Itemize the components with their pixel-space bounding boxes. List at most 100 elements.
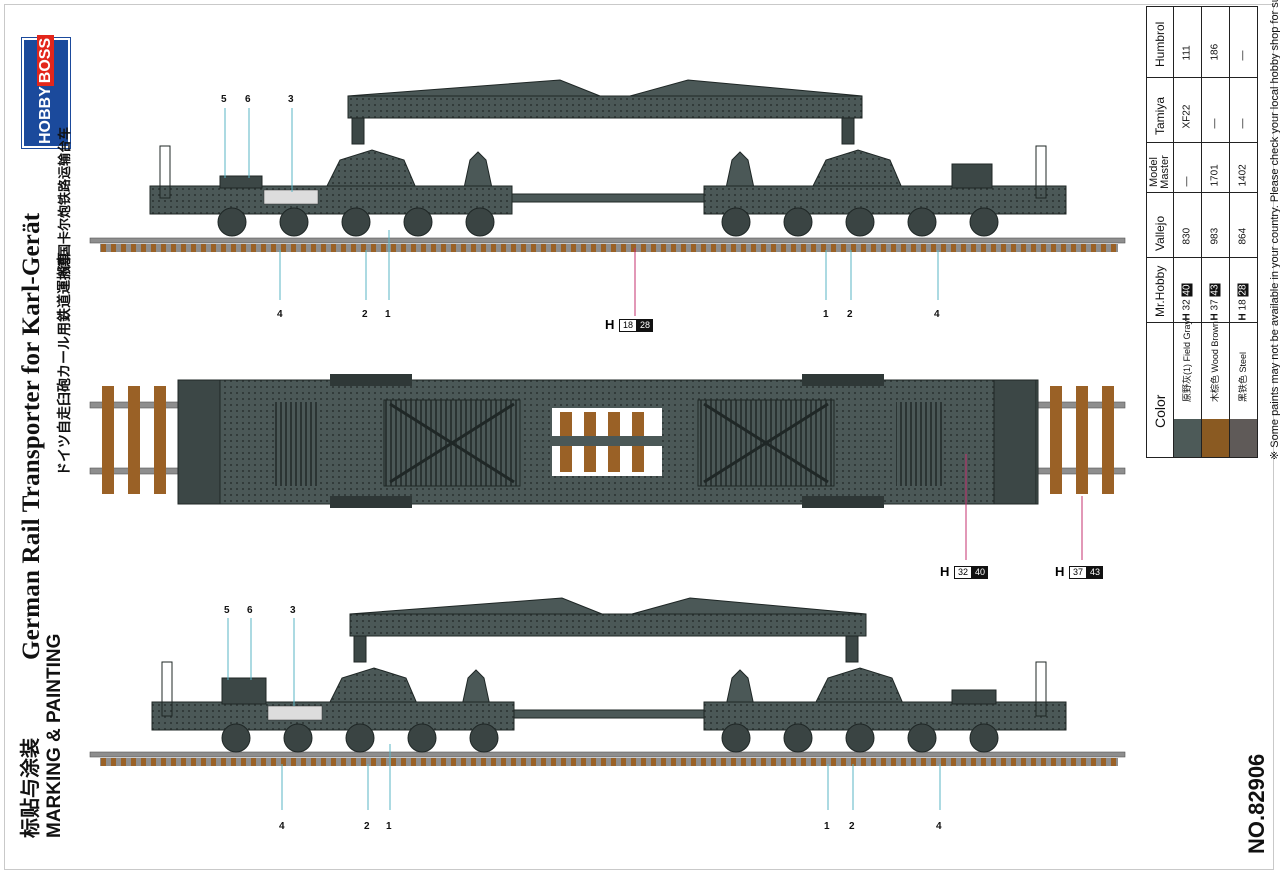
buffer-post-left-1 bbox=[463, 151, 493, 189]
callout-1: 1 bbox=[824, 821, 830, 832]
buffer-post-right-3 bbox=[725, 669, 755, 707]
color-name-steel: 黑铁色 Steel bbox=[1238, 322, 1248, 402]
connecting-beam-3 bbox=[513, 709, 705, 719]
top-grille-right bbox=[896, 402, 942, 486]
rail-ties-1 bbox=[100, 244, 1118, 252]
header-color: Color bbox=[1152, 394, 1168, 428]
marking-plate-1 bbox=[263, 189, 319, 205]
mrhobby-b: 43 bbox=[1209, 283, 1221, 297]
swatch-wood-brown bbox=[1202, 419, 1229, 457]
callout-6: 6 bbox=[247, 605, 253, 616]
top-end-block-4 bbox=[802, 496, 884, 508]
mrhobby-b: 28 bbox=[1237, 283, 1249, 297]
header-mrhobby: Mr.Hobby bbox=[1153, 265, 1167, 317]
callout-3: 3 bbox=[290, 605, 296, 616]
mrhobby-steel: H 18 28 bbox=[1237, 257, 1249, 321]
box-left-3 bbox=[221, 677, 267, 705]
pivot-tower-left-3 bbox=[327, 667, 419, 707]
color-name-en: Steel bbox=[1238, 351, 1248, 373]
color-ref-b: 28 bbox=[637, 319, 653, 332]
coupler-right-1 bbox=[1035, 145, 1047, 199]
modelmaster-wood-brown: 1701 bbox=[1209, 164, 1221, 187]
color-ref-b: 43 bbox=[1087, 566, 1103, 579]
callout-2: 2 bbox=[849, 821, 855, 832]
top-view bbox=[89, 374, 1126, 508]
buffer-post-right-1 bbox=[725, 151, 755, 189]
header-vallejo: Vallejo bbox=[1153, 215, 1167, 251]
left-title-strip: HOBBYBOSS bbox=[8, 10, 76, 866]
callout-2: 2 bbox=[847, 309, 853, 320]
mrhobby-wood-brown: H 37 43 bbox=[1209, 257, 1221, 321]
top-end-block-2 bbox=[802, 374, 884, 386]
callout-4: 4 bbox=[279, 821, 285, 832]
mrhobby-b: 40 bbox=[1181, 283, 1193, 297]
coupler-left-1 bbox=[159, 145, 171, 199]
modelmaster-field-gray: — bbox=[1181, 176, 1193, 187]
bogie-right-1 bbox=[703, 185, 1067, 215]
top-end-cap-right bbox=[993, 379, 1037, 505]
callout-6: 6 bbox=[245, 94, 251, 105]
swatch-steel bbox=[1230, 419, 1257, 457]
top-end-cap-left bbox=[177, 379, 221, 505]
top-grille-left bbox=[274, 402, 320, 486]
marking-plate-3 bbox=[267, 705, 323, 721]
callout-1: 1 bbox=[385, 309, 391, 320]
color-ref-h: H bbox=[605, 317, 615, 332]
side-view-bottom bbox=[89, 597, 1126, 766]
mrhobby-field-gray: H 32 40 bbox=[1181, 257, 1193, 321]
box-left-1 bbox=[219, 175, 263, 189]
color-ref-h37-43: H 37 43 bbox=[1055, 565, 1105, 579]
color-leader-lines bbox=[634, 248, 1083, 560]
callout-5: 5 bbox=[224, 605, 230, 616]
wheels-1 bbox=[217, 207, 999, 237]
bogie-right-3 bbox=[703, 701, 1067, 731]
modelmaster-steel: 1402 bbox=[1237, 164, 1249, 187]
paint-reference-table: Humbrol Tamiya Model Master Vallejo Mr.H… bbox=[1146, 6, 1258, 458]
vallejo-field-gray: 830 bbox=[1181, 227, 1193, 245]
top-ties-right bbox=[1050, 386, 1114, 494]
color-name-cn: 原野灰(1) bbox=[1182, 364, 1192, 402]
humbrol-field-gray: 111 bbox=[1181, 45, 1193, 61]
buffer-post-left-3 bbox=[461, 669, 491, 707]
side-view-top bbox=[89, 79, 1126, 252]
color-ref-h: H bbox=[1055, 564, 1065, 579]
coupler-right-3 bbox=[1035, 661, 1047, 717]
callout-4: 4 bbox=[936, 821, 942, 832]
color-ref-h32-40: H 32 40 bbox=[940, 565, 990, 579]
gantry-post-left-1 bbox=[351, 117, 365, 145]
bogie-left-3 bbox=[151, 701, 515, 731]
mrhobby-h: H bbox=[1237, 313, 1249, 321]
color-name-field-gray: 原野灰(1) Field Gray bbox=[1182, 319, 1192, 402]
rail-top-1 bbox=[89, 237, 1126, 244]
connecting-beam-1 bbox=[511, 193, 705, 203]
callout-1: 1 bbox=[386, 821, 392, 832]
pivot-tower-left-1 bbox=[325, 149, 417, 189]
color-ref-a: 18 bbox=[619, 319, 637, 332]
top-end-block-3 bbox=[330, 496, 412, 508]
callout-3: 3 bbox=[288, 94, 294, 105]
coupler-left-3 bbox=[161, 661, 173, 717]
mrhobby-a: 32 bbox=[1181, 299, 1193, 311]
bogie-left-1 bbox=[149, 185, 513, 215]
mrhobby-a: 18 bbox=[1237, 299, 1249, 311]
color-name-en: Field Gray bbox=[1182, 319, 1192, 362]
color-name-cn: 黑铁色 bbox=[1238, 374, 1248, 402]
pivot-tower-right-3 bbox=[813, 667, 905, 707]
pivot-tower-right-1 bbox=[811, 149, 903, 189]
color-ref-a: 32 bbox=[954, 566, 972, 579]
tamiya-field-gray: XF22 bbox=[1181, 104, 1193, 129]
vallejo-wood-brown: 983 bbox=[1209, 227, 1221, 245]
color-name-en: Wood Brown bbox=[1210, 321, 1220, 373]
color-name-wood-brown: 木棕色 Wood Brown bbox=[1210, 321, 1220, 402]
color-ref-h: H bbox=[940, 564, 950, 579]
page-frame bbox=[4, 4, 1274, 870]
wheels-3 bbox=[221, 723, 999, 753]
callout-2: 2 bbox=[364, 821, 370, 832]
leader-lines bbox=[224, 108, 941, 810]
color-ref-a: 37 bbox=[1069, 566, 1087, 579]
vallejo-steel: 864 bbox=[1237, 227, 1249, 245]
humbrol-steel: — bbox=[1237, 50, 1249, 61]
color-ref-h18-28: H 18 28 bbox=[605, 318, 655, 332]
